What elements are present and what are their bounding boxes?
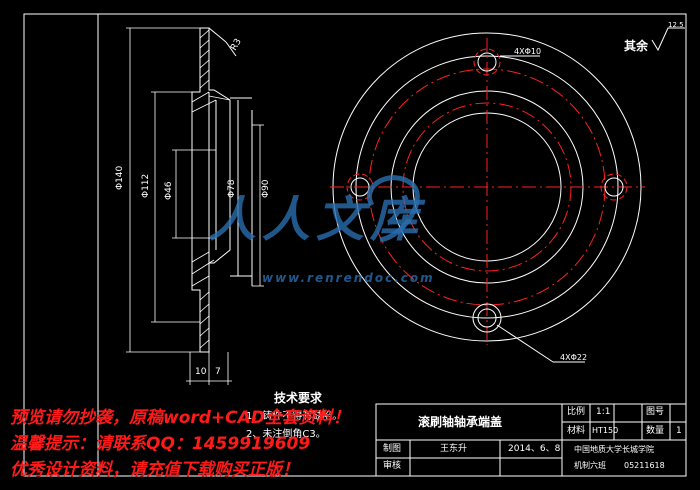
label-reviewed-by: 审核 [383, 461, 402, 471]
label-drawing-no: 图号 [646, 407, 665, 417]
label-quantity: 数量 [646, 426, 665, 436]
hole-callout-bottom: 4XΦ22 [560, 353, 588, 362]
title-block-grid [375, 403, 687, 477]
value-date: 2014、6、8 [508, 444, 561, 454]
watermark-banner-line-1: 预览请勿抄袭，原稿word+CAD全套资料！ [10, 408, 350, 428]
roughness-prefix: 其余 [624, 39, 649, 53]
dim-phi140: Φ140 [115, 165, 125, 190]
roughness-value: 12.5 [668, 21, 684, 29]
value-scale: 1:1 [596, 407, 611, 417]
watermark-url: www.renrendoc.com [262, 271, 435, 285]
tech-req-item-1: 1、铸件不得有缺陷。 [246, 411, 343, 422]
hole-callout-top: 4XΦ10 [514, 47, 542, 56]
label-drawn-by: 制图 [383, 444, 402, 454]
value-drawer: 王东升 [440, 444, 468, 454]
class-name: 机制六班 [574, 461, 606, 470]
hole-right [600, 173, 628, 201]
dim-phi46: Φ46 [164, 181, 174, 200]
student-number: 05211618 [624, 461, 665, 470]
watermark-banner-line-3: 优秀设计资料，请充值下载购买正版！ [10, 460, 299, 480]
dim-width-10: 10 [195, 367, 207, 377]
hole-top [473, 48, 501, 76]
hole-bottom [472, 303, 502, 333]
label-material: 材料 [567, 426, 586, 436]
tech-req-item-2: 2、未注倒角C3。 [246, 429, 326, 440]
value-quantity: 1 [676, 426, 682, 436]
drawing-title: 滚刷轴轴承端盖 [418, 415, 503, 429]
label-scale: 比例 [567, 407, 586, 417]
bolt-holes [346, 48, 628, 363]
dimension-lines [126, 27, 264, 385]
watermark-logo-text: 人人文库 [208, 192, 425, 248]
tech-req-heading: 技术要求 [274, 391, 323, 405]
section-view [191, 27, 253, 353]
value-material: HT150 [592, 426, 619, 435]
watermark-logo-mark [367, 175, 420, 243]
school-name: 中国地质大学长城学院 [574, 445, 654, 454]
watermark-banner-line-2: 温馨提示：请联系QQ：1459919609 [10, 434, 311, 454]
dim-phi112: Φ112 [141, 173, 151, 198]
roughness-symbol [651, 27, 685, 52]
front-view [330, 32, 645, 345]
dim-width-7: 7 [215, 367, 221, 377]
